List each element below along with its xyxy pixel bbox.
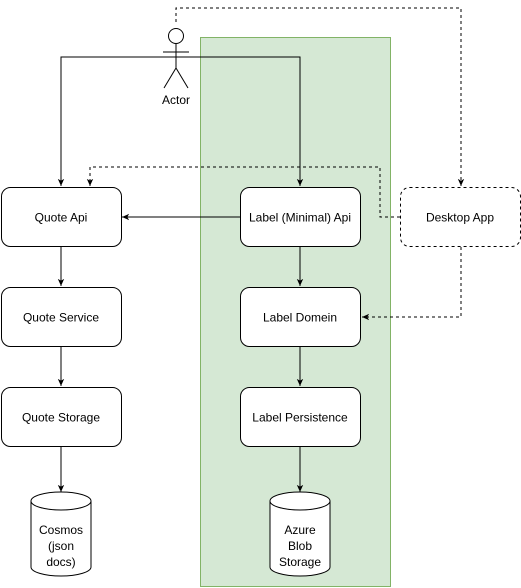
- actor-figure: [163, 28, 189, 89]
- edge-actor-to-quote-api: [57, 56, 176, 186]
- desktop-app-label: Desktop App: [426, 211, 494, 225]
- label-persistence-label: Label Persistence: [252, 411, 348, 425]
- azure-blob-label-line3: Storage: [279, 555, 321, 569]
- edge-actor-to-label-api: [176, 56, 304, 186]
- node-label-persistence: Label Persistence: [240, 387, 361, 447]
- label-api-label: Label (Minimal) Api: [249, 211, 351, 225]
- cosmos-label-line3: docs): [46, 555, 75, 569]
- actor-label: Actor: [162, 93, 190, 107]
- node-quote-api: Quote Api: [1, 187, 122, 247]
- azure-blob-label-line1: Azure: [284, 523, 316, 537]
- cosmos-label-line1: Cosmos: [39, 523, 83, 537]
- node-desktop-app: Desktop App: [400, 187, 521, 247]
- quote-api-label: Quote Api: [35, 211, 88, 225]
- node-quote-service: Quote Service: [1, 287, 122, 347]
- node-azure-blob-storage: Azure Blob Storage: [269, 491, 331, 577]
- node-label-api: Label (Minimal) Api: [240, 187, 361, 247]
- azure-blob-label-line2: Blob: [288, 539, 312, 553]
- node-cosmos-database: Cosmos (json docs): [30, 491, 92, 577]
- quote-storage-label: Quote Storage: [22, 411, 100, 425]
- edge-actor-to-desktop-app: [175, 7, 465, 186]
- node-label-domain: Label Domein: [240, 287, 361, 347]
- edge-desktop-to-quote-api: [86, 166, 400, 218]
- quote-service-label: Quote Service: [23, 311, 99, 325]
- cosmos-label-line2: (json: [48, 539, 74, 553]
- node-quote-storage: Quote Storage: [1, 387, 122, 447]
- label-domain-label: Label Domein: [263, 311, 337, 325]
